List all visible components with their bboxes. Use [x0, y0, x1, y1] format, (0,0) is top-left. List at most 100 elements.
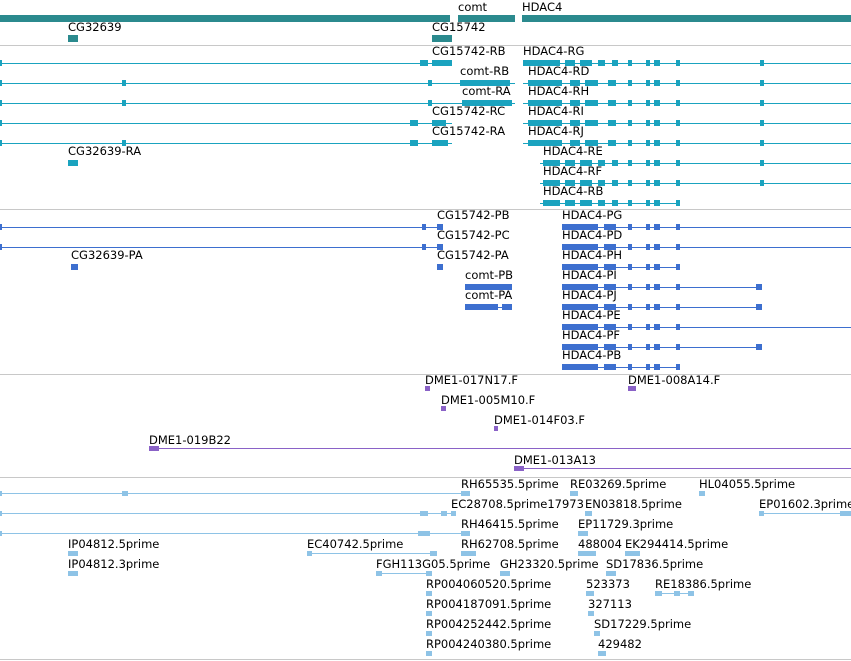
feature-block	[628, 364, 632, 370]
feature-block	[676, 264, 680, 270]
intron-line	[562, 307, 762, 308]
feature-block	[522, 15, 851, 22]
feature-block	[426, 611, 432, 616]
feature-label: EC40742.5prime	[307, 537, 404, 551]
intron-line	[562, 287, 762, 288]
feature-label: CG15742-PC	[437, 228, 510, 242]
feature-block	[122, 140, 126, 146]
feature-block	[514, 466, 524, 471]
feature-label: RP004187091.5prime	[426, 597, 552, 611]
feature-label: HDAC4-PF	[562, 328, 621, 342]
intron-line	[0, 103, 515, 104]
feature-label: RE18386.5prime	[655, 577, 752, 591]
intron-line	[149, 448, 851, 449]
intron-line	[562, 227, 851, 228]
feature-block	[628, 120, 632, 126]
feature-block	[570, 140, 580, 146]
feature-block	[676, 344, 680, 350]
feature-block	[432, 60, 452, 66]
feature-label: CG15742-RB	[432, 44, 506, 58]
feature-block	[676, 304, 680, 310]
feature-label: RH62708.5prime	[461, 537, 559, 551]
feature-block	[759, 511, 764, 516]
track-separator	[0, 209, 851, 210]
feature-label: HDAC4-PJ	[562, 288, 617, 302]
feature-block	[420, 511, 428, 516]
feature-block	[840, 511, 851, 516]
intron-line	[562, 347, 762, 348]
intron-line	[0, 143, 452, 144]
intron-line	[562, 267, 680, 268]
feature-block	[625, 551, 640, 556]
feature-block	[543, 160, 560, 166]
feature-label: HDAC4-PH	[562, 248, 623, 262]
feature-block	[441, 406, 446, 411]
feature-label: 488004	[578, 537, 622, 551]
feature-block	[654, 224, 660, 230]
feature-block	[428, 80, 432, 86]
feature-block	[760, 100, 764, 106]
feature-block	[465, 304, 498, 310]
feature-block	[628, 264, 632, 270]
feature-block	[756, 304, 762, 310]
feature-block	[756, 344, 762, 350]
intron-line	[0, 227, 443, 228]
feature-block	[598, 200, 605, 206]
feature-block	[598, 651, 606, 656]
feature-block	[451, 511, 456, 516]
feature-block	[580, 200, 592, 206]
feature-block	[654, 140, 660, 146]
feature-block	[422, 224, 426, 230]
feature-block	[437, 224, 443, 230]
feature-block	[418, 531, 430, 536]
feature-block	[458, 15, 515, 22]
feature-block	[432, 120, 446, 126]
feature-block	[410, 120, 418, 126]
feature-block	[654, 324, 660, 330]
feature-block	[676, 364, 680, 370]
feature-block	[676, 224, 680, 230]
feature-block	[430, 551, 437, 556]
feature-label: comt-PA	[465, 288, 513, 302]
feature-block	[426, 651, 432, 656]
intron-line	[0, 247, 443, 248]
feature-label: DME1-017N17.F	[425, 373, 518, 387]
feature-label: HDAC4-RJ	[528, 124, 584, 138]
feature-label: CG15742-PB	[437, 208, 510, 222]
feature-block	[628, 386, 636, 391]
feature-label: HDAC4-PI	[562, 268, 617, 282]
feature-block	[570, 120, 580, 126]
feature-block	[646, 80, 650, 86]
feature-block	[676, 244, 680, 250]
feature-block	[494, 426, 498, 431]
feature-block	[756, 284, 762, 290]
feature-block	[654, 200, 660, 206]
feature-label: RP004252442.5prime	[426, 617, 552, 631]
feature-block	[654, 304, 660, 310]
feature-block	[528, 80, 562, 86]
feature-label: SD17836.5prime	[606, 557, 704, 571]
feature-block	[461, 551, 476, 556]
feature-block	[654, 284, 660, 290]
feature-block	[0, 120, 2, 126]
feature-block	[420, 60, 428, 66]
feature-block	[628, 140, 632, 146]
feature-block	[565, 180, 575, 186]
feature-block	[585, 511, 592, 516]
feature-block	[598, 180, 605, 186]
feature-block	[654, 264, 660, 270]
feature-block	[68, 551, 78, 556]
feature-block	[565, 60, 575, 66]
feature-block	[598, 160, 605, 166]
intron-line	[523, 103, 851, 104]
feature-block	[760, 60, 764, 66]
intron-line	[759, 513, 851, 514]
intron-line	[0, 533, 470, 534]
feature-block	[562, 344, 598, 350]
feature-block	[676, 140, 680, 146]
intron-line	[523, 63, 851, 64]
feature-label: HDAC4-RD	[528, 64, 590, 78]
feature-label: EC28708.5prime17973	[451, 497, 584, 511]
feature-block	[437, 244, 443, 250]
feature-block	[676, 80, 680, 86]
